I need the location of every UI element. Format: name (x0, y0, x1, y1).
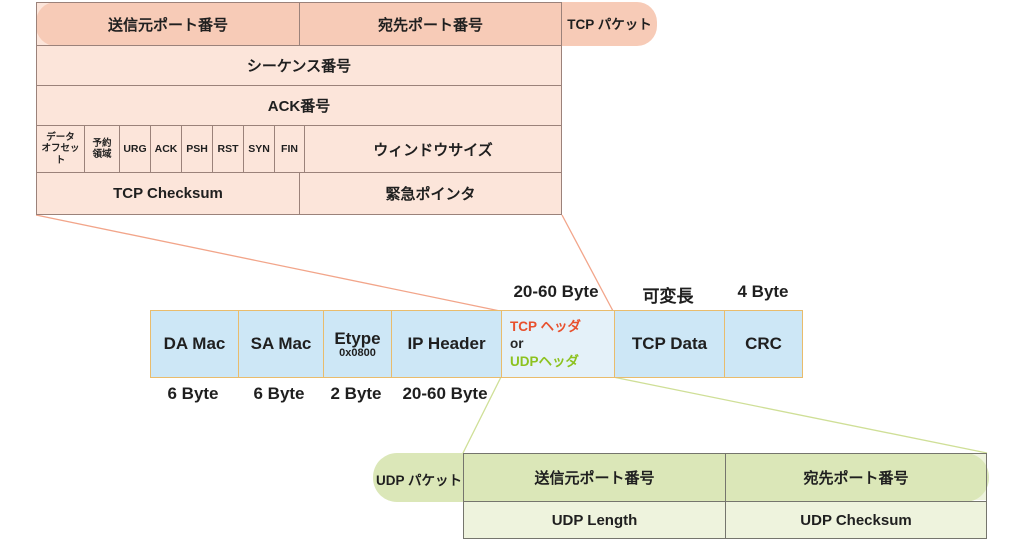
tcp-connector-right (561, 214, 614, 312)
tcp-row-ports: 送信元ポート番号 宛先ポート番号 (37, 3, 561, 45)
frame-size-da-mac: 6 Byte (167, 384, 219, 403)
tcp-row-checksum: TCP Checksum 緊急ポインタ (37, 172, 561, 214)
frame-cell-ip-header: IP Header (391, 311, 501, 377)
tcp-row-ack: ACK番号 (37, 85, 561, 125)
tcp-sequence-cell: シーケンス番号 (37, 46, 561, 85)
frame-size-tcp-udp-header: 20-60 Byte (513, 282, 599, 301)
frame-cell-da-mac: DA Mac (151, 311, 238, 377)
ethernet-frame: DA Mac SA Mac Etype 0x0800 IP Header TCP… (150, 310, 803, 378)
udp-packet-label: UDP パケット (375, 473, 462, 488)
tcp-urgent-pointer-cell: 緊急ポインタ (299, 173, 561, 214)
tcp-row-flags: データ オフセット 予約 領域 URG ACK PSH RST SYN FIN … (37, 125, 561, 172)
tcp-header-line: TCP ヘッダ (510, 318, 582, 334)
tcp-flag-rst-cell: RST (212, 126, 243, 172)
frame-size-etype: 2 Byte (330, 384, 382, 403)
udp-length-cell: UDP Length (464, 502, 725, 538)
tcp-window-size-cell: ウィンドウサイズ (304, 126, 561, 172)
tcp-reserved-cell: 予約 領域 (84, 126, 119, 172)
frame-cell-etype: Etype 0x0800 (323, 311, 391, 377)
tcp-ack-cell: ACK番号 (37, 86, 561, 125)
frame-size-tcp-data: 可変長 (642, 287, 694, 306)
tcp-flag-urg-cell: URG (119, 126, 150, 172)
tcp-packet-highlight (36, 2, 657, 46)
frame-size-crc: 4 Byte (737, 282, 789, 301)
tcp-packet-label: TCP パケット (567, 17, 652, 32)
tcp-header-table: 送信元ポート番号 宛先ポート番号 シーケンス番号 ACK番号 データ オフセット… (36, 2, 562, 215)
tcp-flag-psh-cell: PSH (181, 126, 212, 172)
frame-cell-tcp-udp-header: TCP ヘッダ or UDPヘッダ (501, 311, 614, 377)
frame-cell-sa-mac: SA Mac (238, 311, 323, 377)
frame-size-ip-header: 20-60 Byte (402, 384, 488, 403)
udp-row-ports: 送信元ポート番号 宛先ポート番号 (464, 454, 986, 501)
udp-row-length-checksum: UDP Length UDP Checksum (464, 501, 986, 538)
tcp-dst-port-cell: 宛先ポート番号 (299, 3, 561, 45)
tcp-src-port-cell: 送信元ポート番号 (107, 16, 228, 34)
frame-cell-crc: CRC (724, 311, 802, 377)
udp-connector-left (462, 376, 502, 454)
etype-label: Etype (334, 329, 381, 348)
udp-header-line: UDPヘッダ (510, 353, 580, 369)
tcp-flag-ack-cell: ACK (150, 126, 181, 172)
udp-connector-right (612, 376, 988, 454)
udp-checksum-cell: UDP Checksum (725, 502, 986, 538)
tcp-flag-fin-cell: FIN (274, 126, 304, 172)
tcp-connector-left (35, 214, 501, 312)
or-line: or (510, 336, 524, 352)
frame-size-sa-mac: 6 Byte (253, 384, 305, 403)
tcp-checksum-cell: TCP Checksum (37, 173, 299, 214)
udp-dst-port-cell: 宛先ポート番号 (725, 454, 986, 501)
tcp-data-offset-cell: データ オフセット (37, 126, 84, 172)
udp-packet-highlight (373, 453, 989, 502)
udp-src-port-cell: 送信元ポート番号 (534, 470, 655, 487)
tcp-row-sequence: シーケンス番号 (37, 45, 561, 85)
etype-value: 0x0800 (339, 347, 376, 359)
tcp-flag-syn-cell: SYN (243, 126, 274, 172)
udp-header-table: 送信元ポート番号 宛先ポート番号 UDP Length UDP Checksum (463, 453, 987, 539)
frame-cell-tcp-data: TCP Data (614, 311, 724, 377)
